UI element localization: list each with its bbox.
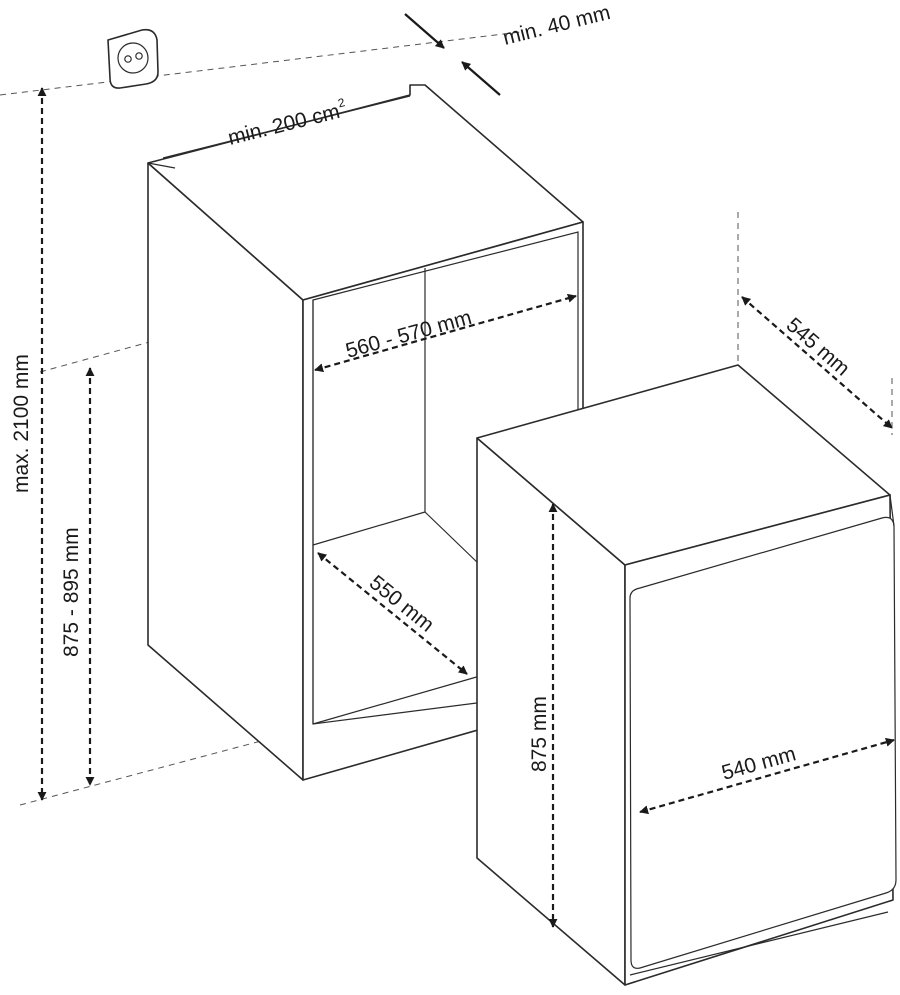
- label-min-gap: min. 40 mm: [501, 1, 613, 50]
- label-vent-area-sup: 2: [337, 95, 347, 110]
- label-max-height: max. 2100 mm: [10, 354, 33, 493]
- appliance: [476, 364, 897, 986]
- label-appliance-height: 875 mm: [528, 696, 551, 772]
- dim-niche-width-line: [314, 293, 577, 373]
- dim-min-gap-line: [404, 13, 445, 49]
- dim-min-gap-line-2: [461, 61, 501, 96]
- label-appliance-depth: 545 mm: [782, 313, 854, 380]
- label-niche-height: 875 - 895 mm: [60, 527, 83, 657]
- dim-appliance-width-line: [639, 737, 895, 815]
- dimensions: [37, 13, 895, 928]
- dim-appliance-depth-line: [741, 296, 893, 429]
- dim-niche-depth-line: [317, 552, 468, 675]
- power-socket-icon: [107, 28, 159, 89]
